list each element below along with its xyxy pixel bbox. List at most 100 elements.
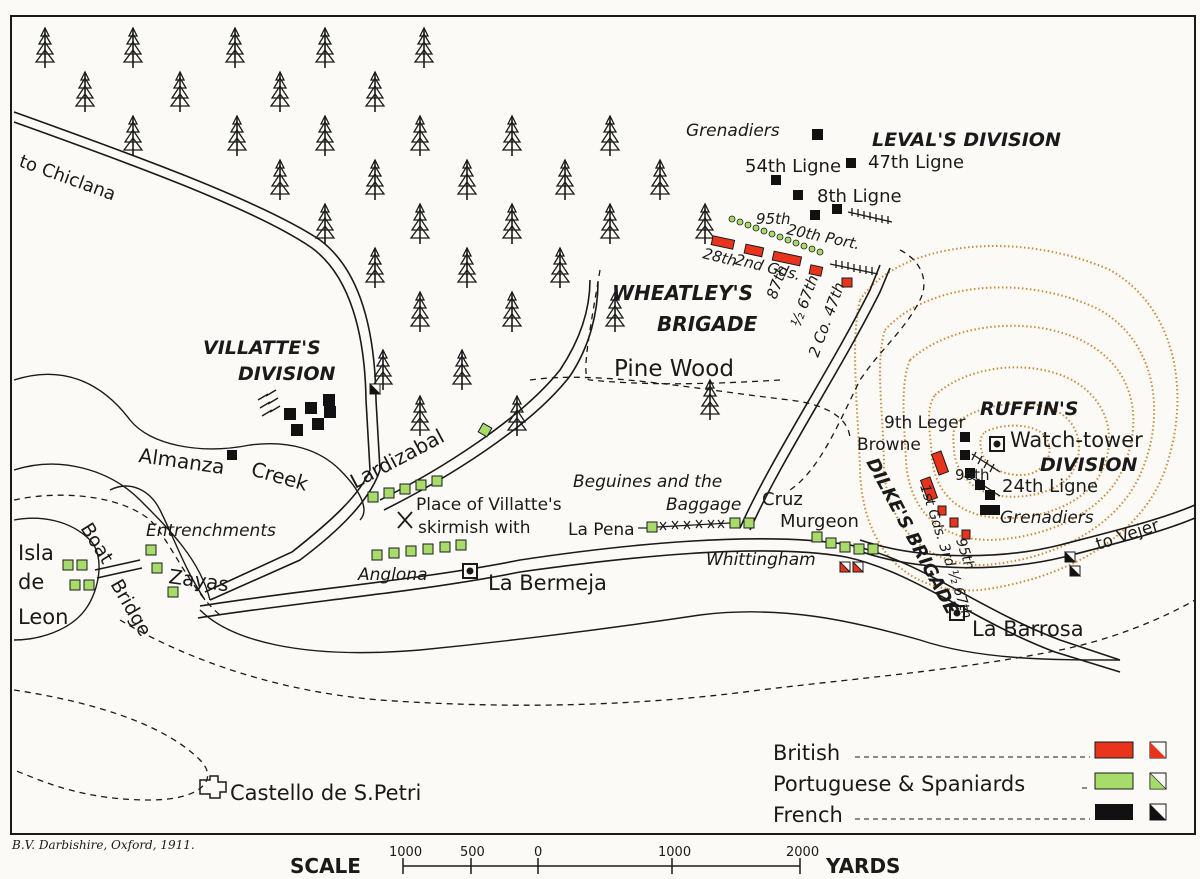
unit-67th [808, 264, 824, 277]
unit-lardizabal-2 [383, 487, 395, 499]
legend: British Portuguese & Spaniards French [773, 741, 1167, 827]
villatte-note-2: skirmish with [418, 518, 531, 538]
la-barrosa-label: La Barrosa [972, 617, 1084, 641]
unit-8th-ligne [832, 204, 842, 214]
cruz-label: Cruz [762, 489, 803, 510]
watch-tower-label: Watch-tower [1010, 428, 1143, 452]
scale-unit: YARDS [825, 854, 900, 878]
unit-villatte-6 [324, 406, 336, 418]
unit-8th-ligne-2 [810, 210, 820, 220]
skirmish-line [728, 215, 824, 256]
unit-murgeon-1 [811, 531, 823, 543]
wheatley-brigade-2: BRIGADE [657, 312, 758, 336]
leval-division: LEVAL'S DIVISION [872, 129, 1061, 151]
unit-villatte-2 [305, 402, 317, 414]
unit-almanza [227, 450, 237, 460]
baggage-label: Baggage [666, 495, 741, 515]
unit-zayas-1 [145, 544, 157, 556]
pine-wood-label: Pine Wood [614, 356, 734, 382]
unit-ruffin-5 [985, 490, 995, 500]
castello-label: Castello de S.Petri [230, 781, 421, 805]
unit-baggage-2 [743, 517, 755, 529]
leon-label: Leon [18, 605, 68, 629]
la-bermeja-label: La Bermeja [488, 571, 607, 595]
unit-grenadiers-leval [812, 129, 823, 140]
scale-tick-0: 1000 [389, 845, 422, 860]
unit-95b [961, 529, 971, 540]
boat-bridge-icon [94, 559, 143, 579]
unit-87th [771, 250, 803, 267]
unit-la-pena-1 [646, 521, 658, 533]
unit-3rd [937, 505, 947, 516]
browne-label: Browne [857, 435, 921, 455]
unit-lardizabal-4 [415, 479, 427, 491]
unit-ruffin-6 [990, 505, 1000, 515]
castello-icon [199, 775, 227, 799]
grenadiers-leval-label: Grenadiers [686, 121, 780, 141]
scale-tick-3: 1000 [658, 845, 691, 860]
unit-anglona-2 [388, 547, 400, 559]
villatte-division-1: VILLATTE'S [203, 337, 321, 359]
ligne-24-label: 24th Ligne [1002, 476, 1098, 497]
french-skirmishers [829, 208, 1001, 497]
unit-1st-gds [919, 476, 939, 502]
legend-swatch-allied [1094, 772, 1134, 790]
r96-label: 96th [955, 466, 989, 484]
unit-murgeon-5 [867, 543, 879, 555]
villatte-division-2: DIVISION [238, 363, 336, 385]
la-pena-label: La Pena [568, 520, 635, 540]
unit-ruffin-3 [965, 468, 975, 478]
villatte-note-1: Place of Villatte's [416, 495, 562, 515]
leger9-label: 9th Leger [884, 413, 966, 433]
unit-anglona-4 [422, 543, 434, 555]
scale-tick-2: 0 [534, 845, 542, 860]
unit-anglona-3 [405, 545, 417, 557]
unit-28th [710, 235, 736, 250]
unit-villatte-5 [312, 418, 324, 430]
grenadiers-ruffin-label: Grenadiers [1000, 508, 1094, 528]
legend-label-british: British [773, 741, 840, 765]
scale-bar: SCALE YARDS 1000 500 0 1000 2000 [290, 845, 900, 878]
unit-ruffin-7 [980, 505, 990, 515]
allied-units [62, 422, 879, 598]
unit-baggage-1 [729, 517, 741, 529]
ruffin-division-1: RUFFIN'S [980, 398, 1079, 420]
roads [13, 111, 1196, 673]
unit-villatte-skirmish [477, 422, 493, 438]
ligne-54-label: 54th Ligne [745, 156, 841, 177]
scale-tick-1: 500 [460, 845, 485, 860]
ligne-8-label: 8th Ligne [817, 186, 902, 207]
cavalry-markers [369, 382, 1082, 577]
unit-browne [930, 450, 950, 476]
map-frame [10, 15, 1196, 835]
british-units [710, 235, 971, 540]
unit-murgeon-2 [825, 537, 837, 549]
unit-zayas-3 [167, 586, 179, 598]
baggage-train [638, 519, 731, 531]
legend-label-allied: Portuguese & Spaniards [773, 772, 1025, 796]
villatte-skirmishers [257, 389, 281, 417]
landmarks [199, 436, 1005, 799]
whittingham-label: Whittingham [706, 550, 816, 570]
unit-villatte-4 [291, 424, 303, 436]
scale-tick-4: 2000 [786, 845, 819, 860]
wheatley-brigade-1: WHEATLEY'S [612, 281, 753, 305]
r95-label: 95th [756, 210, 790, 228]
unit-zayas-2 [151, 562, 163, 574]
dashed-boundaries [13, 249, 1196, 801]
unit-anglona-6 [455, 539, 467, 551]
unit-ruffin-2 [960, 450, 970, 460]
de-label: de [18, 570, 44, 594]
unit-ruffin-1 [960, 432, 970, 442]
unit-anglona-5 [439, 541, 451, 553]
unit-murgeon-4 [853, 543, 865, 555]
beguines-label: Beguines and the [573, 472, 722, 492]
unit-murgeon-3 [839, 541, 851, 553]
unit-anglona-1 [371, 549, 383, 561]
unit-2nd-gds [743, 243, 765, 258]
unit-lardizabal-1 [367, 491, 379, 503]
french-units [227, 129, 1000, 515]
ligne-47-label: 47th Ligne [868, 152, 964, 173]
unit-isla-3 [69, 579, 81, 591]
